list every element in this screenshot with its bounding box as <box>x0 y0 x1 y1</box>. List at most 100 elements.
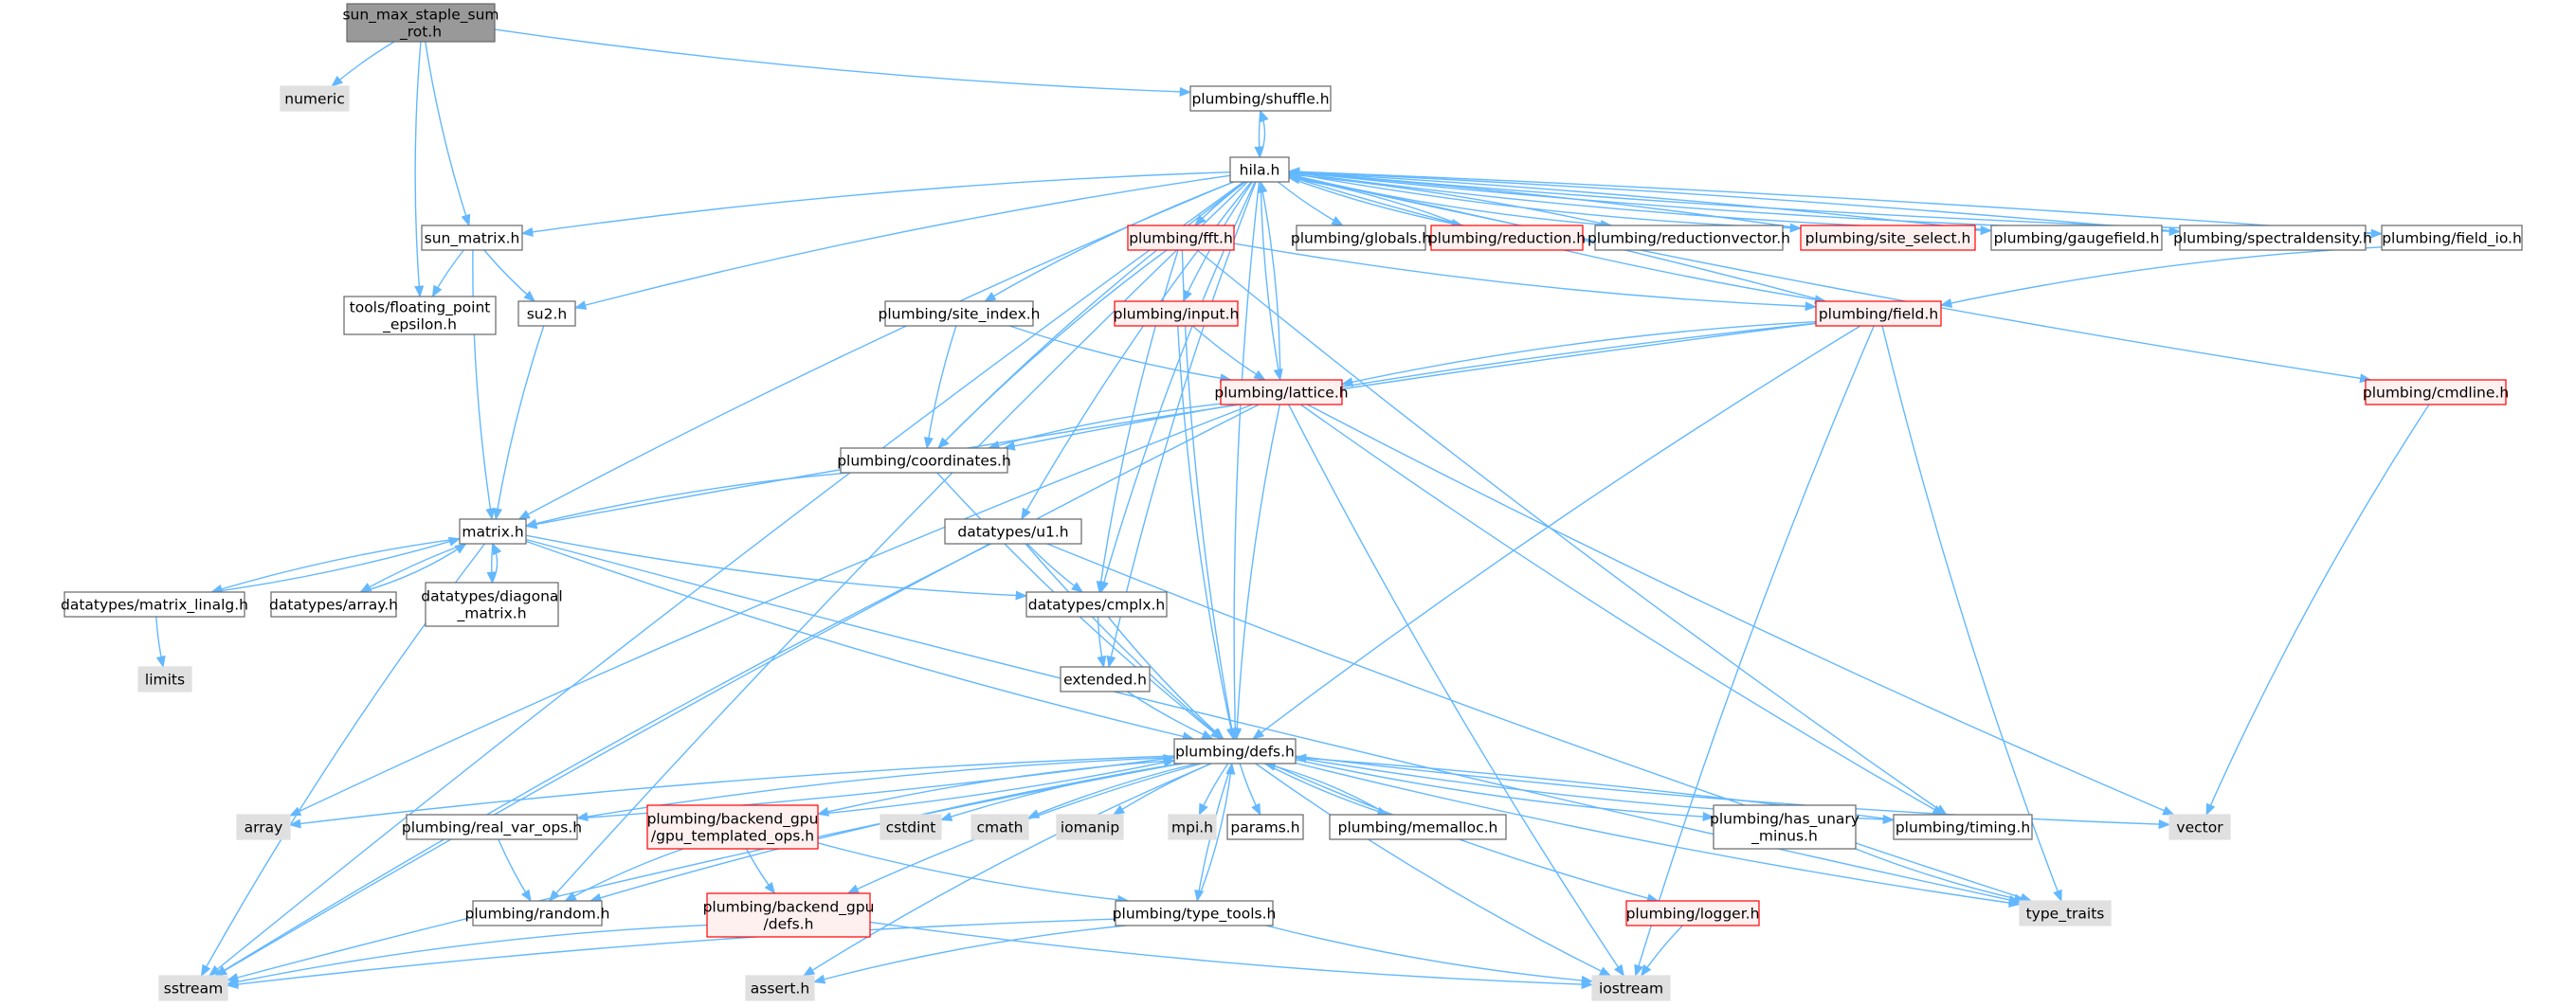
node-timing[interactable]: plumbing/timing.h <box>1893 814 2033 840</box>
edge-line <box>869 921 1594 990</box>
edge-line <box>1287 168 1992 232</box>
node-linalg[interactable]: datatypes/matrix_linalg.h <box>61 591 248 618</box>
node-site_select[interactable]: plumbing/site_select.h <box>1800 225 1976 251</box>
node-box <box>343 296 497 335</box>
node-fft[interactable]: plumbing/fft.h <box>1127 225 1235 251</box>
node-params[interactable]: params.h <box>1226 814 1304 840</box>
edge-line <box>226 763 1181 982</box>
edge-line <box>520 171 1231 237</box>
node-sun_matrix[interactable]: sun_matrix.h <box>421 225 523 251</box>
edge-site_select-to-hila <box>1287 169 1802 229</box>
node-box <box>1127 225 1235 251</box>
node-floating[interactable]: tools/floating_point_epsilon.h <box>343 296 497 335</box>
node-box <box>880 814 942 840</box>
edge-line <box>1288 404 1625 978</box>
edge-line <box>498 838 532 903</box>
edge-line <box>812 925 1127 984</box>
node-label: plumbing/has_unary <box>1710 811 1859 829</box>
node-box <box>1114 300 1239 327</box>
node-box <box>236 814 291 840</box>
edge-line <box>525 538 2022 905</box>
edge-root-to-numeric <box>331 41 395 87</box>
node-dtarray[interactable]: datatypes/array.h <box>269 591 398 618</box>
node-coordinates[interactable]: plumbing/coordinates.h <box>837 447 1011 474</box>
node-label: sun_max_staple_sum <box>342 7 499 25</box>
node-random[interactable]: plumbing/random.h <box>465 900 610 926</box>
node-field[interactable]: plumbing/field.h <box>1815 300 1942 327</box>
node-iostream: iostream <box>1591 975 1671 1001</box>
node-box <box>1173 738 1297 764</box>
node-box <box>1625 900 1760 926</box>
edge-defs-to-cmath <box>1026 763 1197 818</box>
node-shuffle[interactable]: plumbing/shuffle.h <box>1189 85 1332 112</box>
edge-line <box>525 534 1028 601</box>
edge-defs-to-memalloc <box>1264 763 1389 817</box>
edge-line <box>1287 167 2383 235</box>
node-gpu_templ[interactable]: plumbing/backend_gpu/gpu_templated_ops.h <box>646 804 819 850</box>
node-label: iostream <box>1599 980 1663 998</box>
node-label: plumbing/field.h <box>1819 306 1938 323</box>
node-label: plumbing/reductionvector.h <box>1587 230 1790 247</box>
edge-matrix-to-diag <box>486 543 497 584</box>
node-su2[interactable]: su2.h <box>517 300 576 327</box>
node-gpu_defs[interactable]: plumbing/backend_gpu/defs.h <box>703 892 875 938</box>
node-lattice[interactable]: plumbing/lattice.h <box>1214 379 1349 405</box>
edge-defs-to-array <box>288 755 1175 829</box>
node-gaugefield[interactable]: plumbing/gaugefield.h <box>1990 225 2163 251</box>
node-site_index[interactable]: plumbing/site_index.h <box>879 300 1041 327</box>
edge-gpu_templ-to-random <box>564 848 684 902</box>
edge-extended-to-defs <box>1127 691 1214 740</box>
edge-line <box>1855 848 2026 904</box>
node-u1[interactable]: datatypes/u1.h <box>944 518 1082 545</box>
edge-line <box>1127 691 1214 740</box>
node-has_unary[interactable]: plumbing/has_unary_minus.h <box>1710 804 1859 850</box>
node-field_io[interactable]: plumbing/field_io.h <box>2381 225 2523 251</box>
node-type_tools[interactable]: plumbing/type_tools.h <box>1113 900 1277 926</box>
edge-line <box>331 41 395 87</box>
node-label: plumbing/lattice.h <box>1214 385 1348 402</box>
node-real_var[interactable]: plumbing/real_var_ops.h <box>402 814 582 840</box>
edge-su2-to-matrix <box>493 325 545 521</box>
node-input[interactable]: plumbing/input.h <box>1114 300 1240 327</box>
edge-line <box>573 174 1231 310</box>
node-globals[interactable]: plumbing/globals.h <box>1291 225 1431 251</box>
edge-gpu_defs-to-iostream <box>869 921 1594 990</box>
edge-reductionvector-to-hila <box>1287 171 1612 226</box>
node-logger[interactable]: plumbing/logger.h <box>1625 900 1760 926</box>
node-box <box>1060 666 1151 692</box>
node-label: sun_matrix.h <box>425 230 520 248</box>
edge-defs-to-gpu_templ <box>816 759 1175 817</box>
node-reductionvector[interactable]: plumbing/reductionvector.h <box>1587 225 1790 251</box>
edge-line <box>1634 325 1875 978</box>
edge-diag-to-matrix <box>491 542 502 584</box>
node-numeric: numeric <box>280 85 350 112</box>
node-cmplx[interactable]: datatypes/cmplx.h <box>1025 591 1168 618</box>
node-extended[interactable]: extended.h <box>1060 666 1151 692</box>
node-box <box>2168 814 2231 840</box>
node-box <box>421 225 523 251</box>
edge-line <box>1232 404 1281 741</box>
edge-type_tools-to-assert <box>812 925 1127 984</box>
node-defs[interactable]: plumbing/defs.h <box>1173 738 1297 764</box>
node-cmdline[interactable]: plumbing/cmdline.h <box>2363 379 2509 405</box>
edge-line <box>984 181 1235 302</box>
node-matrix[interactable]: matrix.h <box>459 518 527 545</box>
node-memalloc[interactable]: plumbing/memalloc.h <box>1329 814 1507 840</box>
edge-u1-to-sstream <box>214 543 991 977</box>
node-diag[interactable]: datatypes/diagonal_matrix.h <box>421 582 563 627</box>
edge-cmdline-to-vector <box>2205 404 2430 817</box>
node-box <box>745 975 815 1001</box>
edge-line <box>1233 243 1818 312</box>
node-box <box>1591 975 1671 1001</box>
node-spectral[interactable]: plumbing/spectraldensity.h <box>2173 225 2372 251</box>
edge-coordinates-to-matrix <box>524 472 850 529</box>
node-box <box>1226 814 1304 840</box>
node-label: datatypes/diagonal <box>421 588 562 605</box>
node-reduction[interactable]: plumbing/reduction.h <box>1428 225 1586 251</box>
edge-cmplx-to-extended <box>1097 616 1107 669</box>
edge-defs-to-assert <box>802 763 1212 977</box>
node-hila[interactable]: hila.h <box>1229 156 1290 183</box>
edge-defs-to-vector <box>1295 755 2171 830</box>
edge-line <box>494 28 1192 97</box>
